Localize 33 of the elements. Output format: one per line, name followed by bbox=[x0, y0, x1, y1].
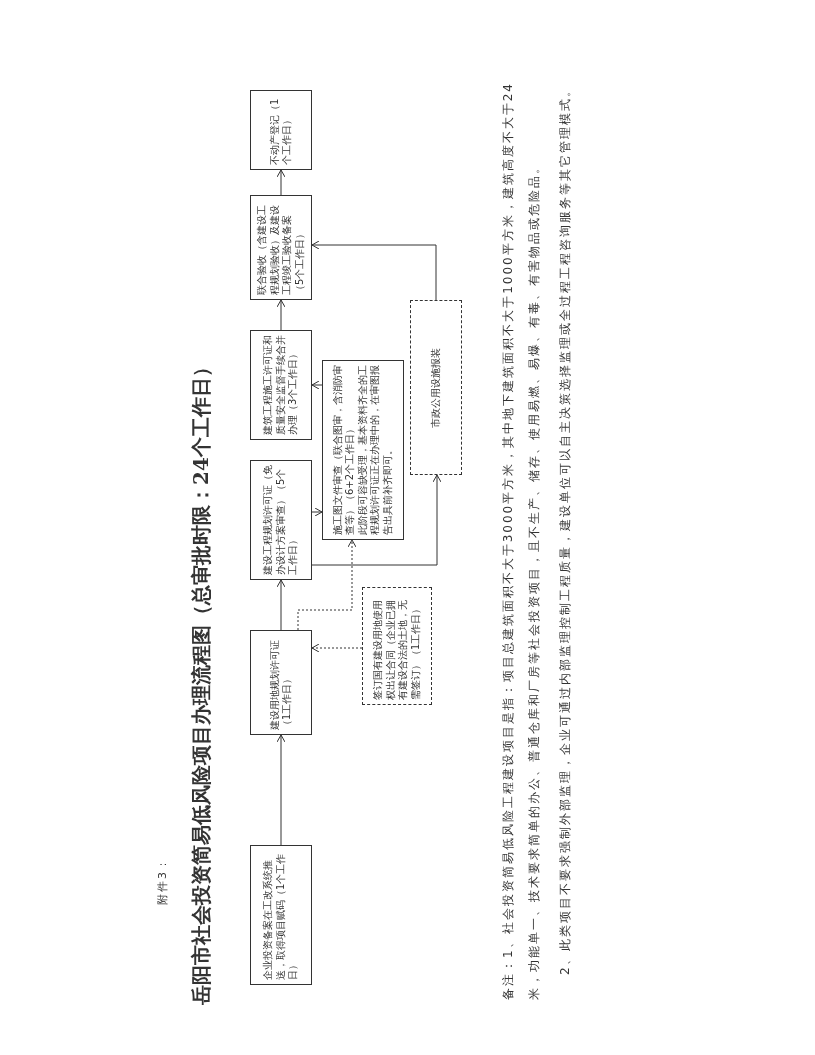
title: 岳阳市社会投资简易低风险项目办理流程图（总审批时限：24个工作日） bbox=[188, 357, 214, 1005]
arrow bbox=[276, 734, 286, 846]
node-text: 联合验收（含建设工程规划验收）及建设工程竣工验收备案（5个工作日） bbox=[256, 204, 306, 295]
arrow bbox=[311, 380, 323, 390]
note-text: 备注：1、社会投资简易低风险工程建设项目是指：项目总建筑面积不大于3000平方米，其中地下建筑面积不大于1000平方米，建筑高度不大于24米，功能单一、技术要求简单的办公、普通仓库和厂房等社会投资项目，且不生产、储存、使用易燃、易爆、有毒、有害物品或危险品。 bbox=[500, 81, 542, 1000]
node-text: 建筑工程施工许可证和质量安全监督手续合并办理（3个工作日） bbox=[262, 335, 300, 435]
process-box bbox=[410, 300, 462, 475]
node-text: 此阶段可容缺受理，基本资料齐全的工程规划许可证正在办理中的，在审图报告出具前补齐即可。 bbox=[356, 365, 394, 535]
node-text: 建设工程规划许可证（免办设计方案审查）（5个工作日） bbox=[262, 465, 300, 575]
arrow bbox=[276, 299, 286, 331]
node-text: 建设用地规划许可证（1工作日） bbox=[268, 639, 293, 730]
node-text: 企业投资备案在工改系统推送，取得项目赋码（1个工作日） bbox=[262, 852, 300, 980]
arrow bbox=[311, 643, 363, 653]
arrow bbox=[311, 240, 437, 301]
note-text: 2、此类项目不要求强制外部监理，企业可通过内部监理控制工程质量，建设单位可以自主决策选择监理或全过程工程咨询服务等其它管理模式。 bbox=[557, 82, 573, 975]
process-box bbox=[322, 360, 404, 540]
node-text: 签订国有建设用地使用权出让合同（企业已拥有建设合法的土地，无需签订）（1工作日） bbox=[372, 599, 422, 700]
process-box bbox=[250, 460, 312, 580]
process-box bbox=[250, 845, 312, 985]
arrow bbox=[311, 474, 442, 566]
process-box bbox=[250, 630, 312, 735]
process-box bbox=[362, 587, 432, 705]
arrow bbox=[311, 507, 323, 517]
process-box bbox=[250, 195, 312, 300]
node-text: 市政公用设施报装 bbox=[429, 346, 442, 430]
arrow bbox=[276, 169, 286, 196]
process-box bbox=[250, 330, 312, 440]
arrow bbox=[297, 539, 357, 631]
arrow bbox=[276, 579, 286, 631]
process-box bbox=[250, 90, 312, 170]
node-text: 施工图文件审查（联合图审，含消防审查等）（6+2个工作日） bbox=[331, 365, 357, 535]
node-text: 不动产登记（1个工作日） bbox=[268, 97, 293, 165]
attachment-label: 附件3： bbox=[155, 856, 170, 905]
